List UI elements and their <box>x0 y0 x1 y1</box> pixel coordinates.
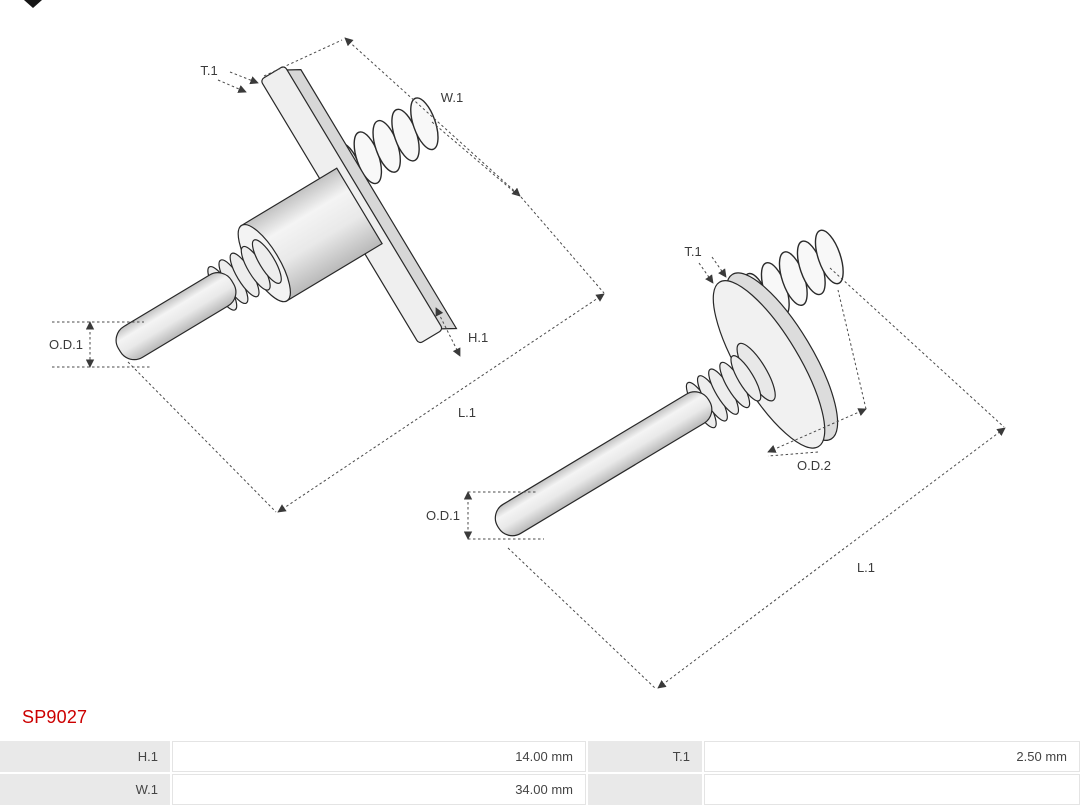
dim-label-h1-left: H.1 <box>468 330 488 345</box>
dim-t1-right: T.1 <box>684 244 727 284</box>
dim-label-l1-right: L.1 <box>857 560 875 575</box>
threaded-section-right <box>685 355 762 429</box>
spec-label-cell: T.1 <box>588 741 702 772</box>
diagram-left: O.D.1 T.1 W.1 H.1 L.1 <box>49 37 605 513</box>
dim-t1-left: T.1 <box>200 63 259 93</box>
dim-w1-left: W.1 <box>263 37 521 197</box>
diagram-right: T.1 O.D.2 O.D.1 L.1 <box>426 229 1006 690</box>
dim-label-l1-left: L.1 <box>458 405 476 420</box>
cropped-logo-fragment <box>24 0 42 8</box>
spec-row: W.1 34.00 mm <box>0 774 1080 805</box>
spec-label-cell: W.1 <box>0 774 170 805</box>
dim-label-t1-right: T.1 <box>684 244 701 259</box>
dim-l1-right: L.1 <box>507 267 1006 690</box>
dim-od1-left: O.D.1 <box>49 321 150 368</box>
dim-label-od1-right: O.D.1 <box>426 508 460 523</box>
spec-value-cell: 2.50 mm <box>704 741 1080 772</box>
diagram-canvas: O.D.1 T.1 W.1 H.1 L.1 <box>24 0 1006 690</box>
dim-label-t1-left: T.1 <box>200 63 217 78</box>
spec-table: H.1 14.00 mm T.1 2.50 mm W.1 34.00 mm <box>0 741 1080 807</box>
spec-label-cell: H.1 <box>0 741 170 772</box>
spec-label-cell <box>588 774 702 805</box>
dim-l1-left: L.1 <box>127 121 605 513</box>
part-number: SP9027 <box>22 707 88 727</box>
shaft-right <box>494 391 713 537</box>
dim-label-od1-left: O.D.1 <box>49 337 83 352</box>
dim-od1-right: O.D.1 <box>426 491 544 540</box>
spec-value-cell: 34.00 mm <box>172 774 586 805</box>
spec-value-cell <box>704 774 1080 805</box>
spec-row: H.1 14.00 mm T.1 2.50 mm <box>0 741 1080 772</box>
spec-value-cell: 14.00 mm <box>172 741 586 772</box>
plunger-assembly-right <box>494 229 844 537</box>
shaft-left <box>115 272 237 361</box>
dim-label-od2-right: O.D.2 <box>797 458 831 473</box>
dim-label-w1-left: W.1 <box>441 90 463 105</box>
